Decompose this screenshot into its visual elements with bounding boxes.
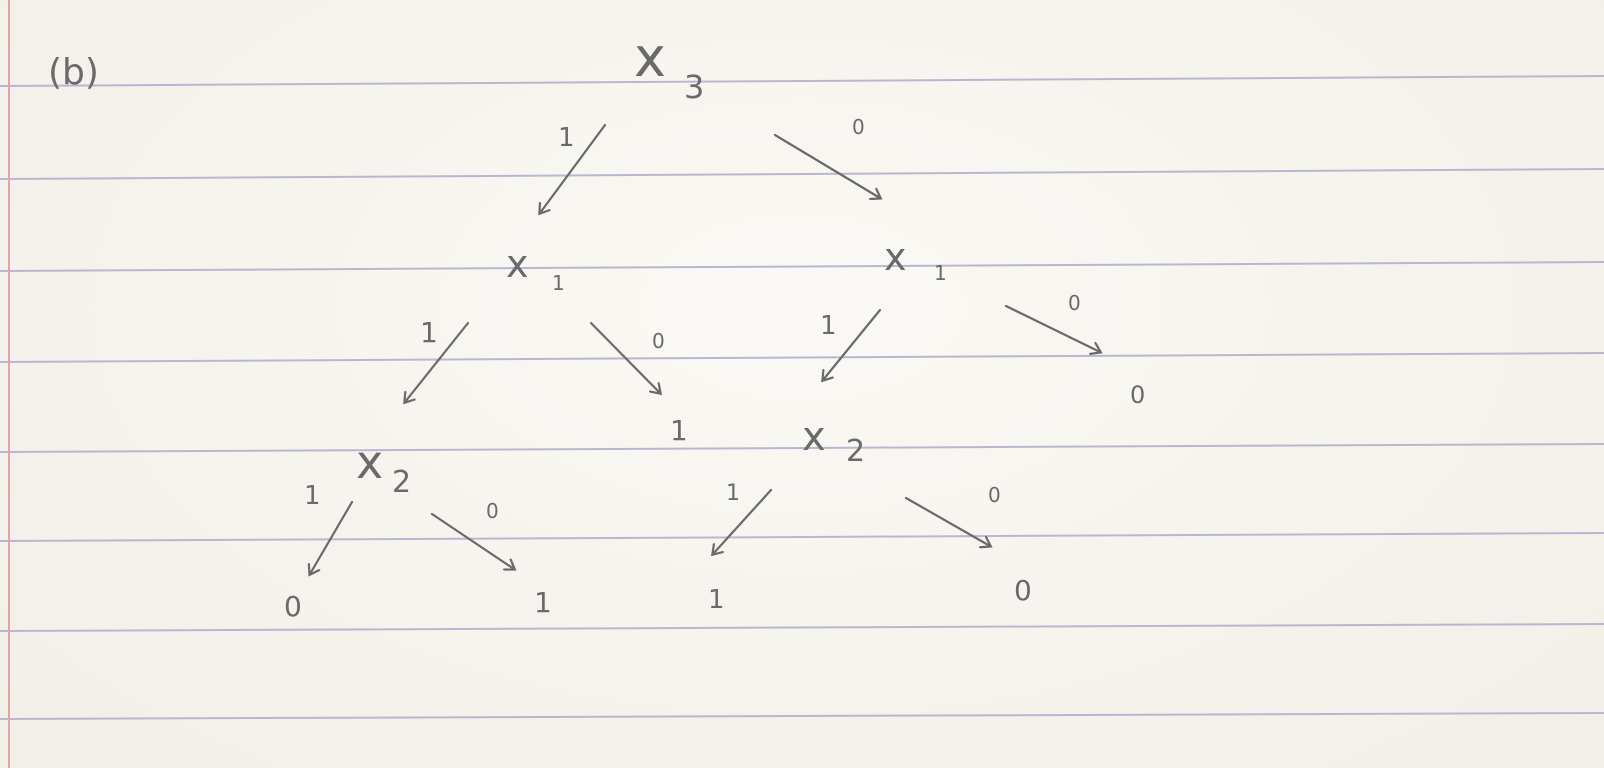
edge-label-left-x2-left: 1 (304, 481, 321, 511)
left-x2-var: x (356, 435, 383, 489)
edge-right-x2-right (904, 496, 990, 546)
edge-label-left-x1-left: 1 (420, 316, 438, 349)
root-var: x (634, 26, 666, 89)
leaf-right-x1-right: 0 (1130, 381, 1145, 409)
edge-root-right (773, 133, 880, 198)
root-sub: 3 (684, 68, 704, 106)
left-x2-sub: 2 (392, 465, 411, 500)
leaf-left-x1-right: 1 (670, 414, 688, 447)
left-x2-node: x 2 (356, 435, 411, 500)
leaf-right-x2-left: 1 (708, 585, 725, 615)
edge-right-x2-left (713, 488, 773, 554)
edge-label-right-x1-left: 1 (820, 311, 837, 341)
edge-label-left-x1-right: 0 (652, 329, 665, 353)
right-x2-var: x (802, 414, 826, 460)
right-x1-node: x 1 (884, 235, 947, 285)
right-x2-node: x 2 (802, 414, 865, 469)
left-x1-var: x (506, 242, 529, 286)
edge-label-right-x2-right: 0 (988, 483, 1001, 507)
edge-left-x2-left (310, 500, 354, 574)
rule-line (0, 352, 1604, 363)
edge-label-right-x1-right: 0 (1068, 291, 1081, 315)
rule-line (0, 623, 1604, 632)
edge-root-left (540, 123, 607, 213)
right-x1-sub: 1 (934, 261, 947, 285)
part-label: (b) (48, 52, 99, 93)
root-node: x 3 (634, 26, 704, 106)
edge-label-right-x2-left: 1 (726, 481, 740, 506)
leaf-left-x2-left: 0 (284, 590, 302, 623)
edge-left-x2-right (430, 512, 514, 569)
edge-right-x1-left (823, 308, 882, 380)
leaf-right-x2-right: 0 (1014, 574, 1032, 607)
edge-left-x1-right (589, 321, 660, 393)
leaf-left-x2-right: 1 (534, 586, 552, 619)
rule-line (0, 532, 1604, 542)
edge-label-left-x2-right: 0 (486, 499, 499, 523)
left-x1-node: x 1 (506, 242, 565, 295)
rule-line (0, 712, 1604, 720)
right-x1-var: x (884, 235, 907, 279)
right-x2-sub: 2 (846, 434, 865, 469)
edge-left-x1-left (405, 321, 470, 402)
rule-line (0, 261, 1604, 272)
edge-label-root-right: 0 (852, 115, 865, 139)
edge-right-x1-right (1004, 304, 1100, 352)
edge-label-root-left: 1 (558, 123, 575, 153)
rule-line (0, 168, 1604, 180)
left-x1-sub: 1 (552, 271, 565, 295)
rule-line (0, 443, 1604, 453)
rule-line (0, 75, 1604, 87)
